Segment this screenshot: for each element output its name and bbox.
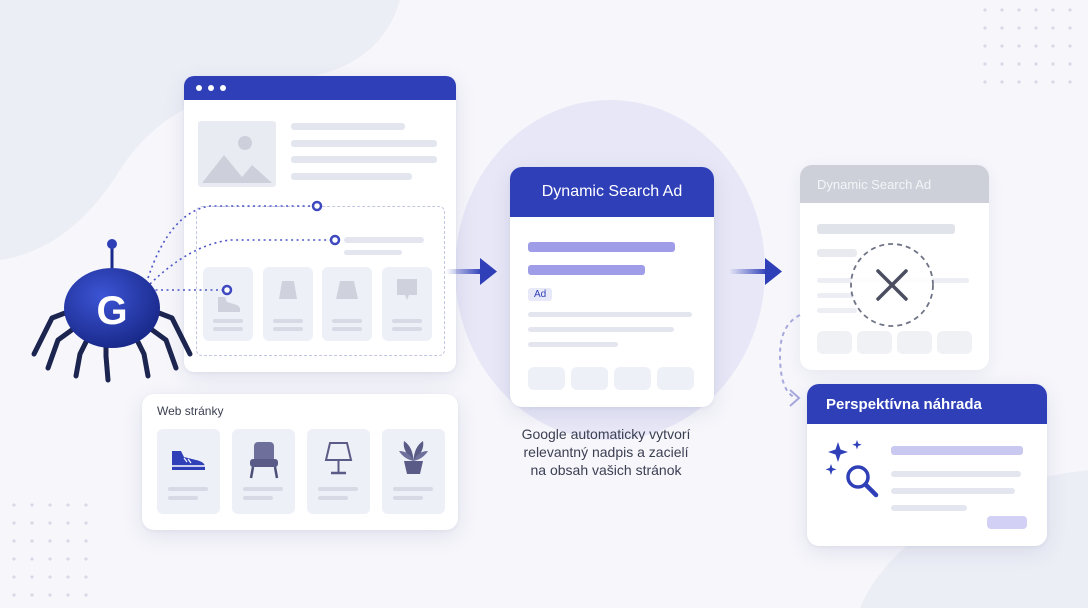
product-tile-chair: [232, 429, 295, 514]
replacement-card-title: Perspektívna náhrada: [826, 395, 982, 413]
lamp-icon: [279, 281, 297, 299]
sitelink-tile: [857, 331, 892, 354]
arrow-right-icon: [729, 258, 782, 285]
ad-card-header: Dynamic Search Ad: [510, 167, 714, 217]
text-line: [393, 487, 433, 491]
close-icon: [850, 243, 934, 327]
product-tile-plant: [382, 429, 445, 514]
text-line: [318, 487, 358, 491]
text-line: [528, 342, 618, 347]
caption-line-2: relevantný nadpis a zacielí: [523, 444, 689, 460]
web-pages-label: Web stránky: [157, 404, 224, 418]
plant-icon: [397, 279, 417, 300]
caption-line-3: na obsah vašich stránok: [530, 462, 682, 478]
text-line: [392, 319, 422, 323]
text-line: [213, 327, 243, 331]
window-dot: [196, 85, 202, 91]
text-line: [817, 308, 857, 313]
replacement-card: Perspektívna náhrada: [807, 384, 1047, 546]
browser-title-bar: [184, 76, 456, 100]
sparkle-icon: [825, 440, 862, 475]
text-line: [291, 173, 412, 180]
text-line: [243, 487, 283, 491]
product-tile: [203, 267, 253, 341]
shoe-icon: [218, 297, 241, 312]
ad-card-title: Dynamic Search Ad: [541, 183, 683, 200]
text-line: [168, 496, 198, 500]
plant-icon: [399, 441, 428, 474]
spider-bot-icon: G: [31, 239, 193, 383]
text-line: [243, 496, 273, 500]
product-tile: [382, 267, 432, 341]
arrow-right-icon: [446, 258, 497, 285]
text-line: [168, 487, 208, 491]
replacement-card-header: Perspektívna náhrada: [807, 384, 1047, 424]
text-line: [891, 471, 1021, 477]
text-line: [817, 293, 857, 298]
text-line: [344, 237, 424, 243]
rejected-ad-card: Dynamic Search Ad: [800, 165, 989, 370]
product-tile-lamp: [307, 429, 370, 514]
text-line: [291, 156, 437, 163]
text-line: [891, 488, 1015, 494]
text-line: [817, 249, 857, 257]
text-line: [213, 319, 243, 323]
generated-headline-line: [528, 265, 645, 275]
text-line: [318, 496, 348, 500]
chair-icon: [249, 442, 279, 479]
text-line: [528, 327, 674, 332]
text-line: [392, 327, 422, 331]
text-line: [891, 505, 967, 511]
sitelink-tile: [817, 331, 852, 354]
lamp-icon: [336, 281, 358, 299]
product-tile: [322, 267, 372, 341]
text-line: [291, 123, 405, 130]
sitelink-tile: [657, 367, 694, 390]
replacement-action-pill: [987, 516, 1027, 529]
rejected-card-header: Dynamic Search Ad: [800, 165, 989, 203]
text-line: [891, 446, 1023, 455]
text-line: [528, 312, 692, 317]
sitelink-tile: [571, 367, 608, 390]
rejected-card-title: Dynamic Search Ad: [817, 176, 932, 192]
magnifier-icon: [846, 465, 879, 498]
text-line: [273, 319, 303, 323]
ad-badge: Ad: [528, 288, 553, 301]
window-dot: [208, 85, 214, 91]
text-line: [332, 327, 362, 331]
product-tile: [263, 267, 313, 341]
dynamic-search-ad-card: Dynamic Search Ad Ad: [510, 167, 714, 407]
text-line: [817, 224, 955, 234]
caption-line-1: Google automaticky vytvorí: [521, 426, 691, 442]
sitelink-tile: [528, 367, 565, 390]
text-line: [332, 319, 362, 323]
text-line: [273, 327, 303, 331]
image-icon: [202, 136, 272, 183]
text-line: [344, 250, 402, 255]
crawler-letter: G: [96, 289, 127, 333]
shoe-icon: [172, 451, 205, 470]
lamp-icon: [324, 442, 353, 475]
sitelink-tile: [897, 331, 932, 354]
text-line: [291, 140, 437, 147]
web-pages-panel: Web stránky: [142, 394, 458, 530]
window-dot: [220, 85, 226, 91]
website-browser-window: [184, 76, 456, 372]
generated-headline-line: [528, 242, 675, 252]
text-line: [393, 496, 423, 500]
explanation-caption: Google automaticky vytvorí relevantný na…: [500, 425, 712, 479]
product-tile-shoe: [157, 429, 220, 514]
sitelink-tile: [937, 331, 972, 354]
sitelink-tile: [614, 367, 651, 390]
image-placeholder: [198, 121, 276, 187]
